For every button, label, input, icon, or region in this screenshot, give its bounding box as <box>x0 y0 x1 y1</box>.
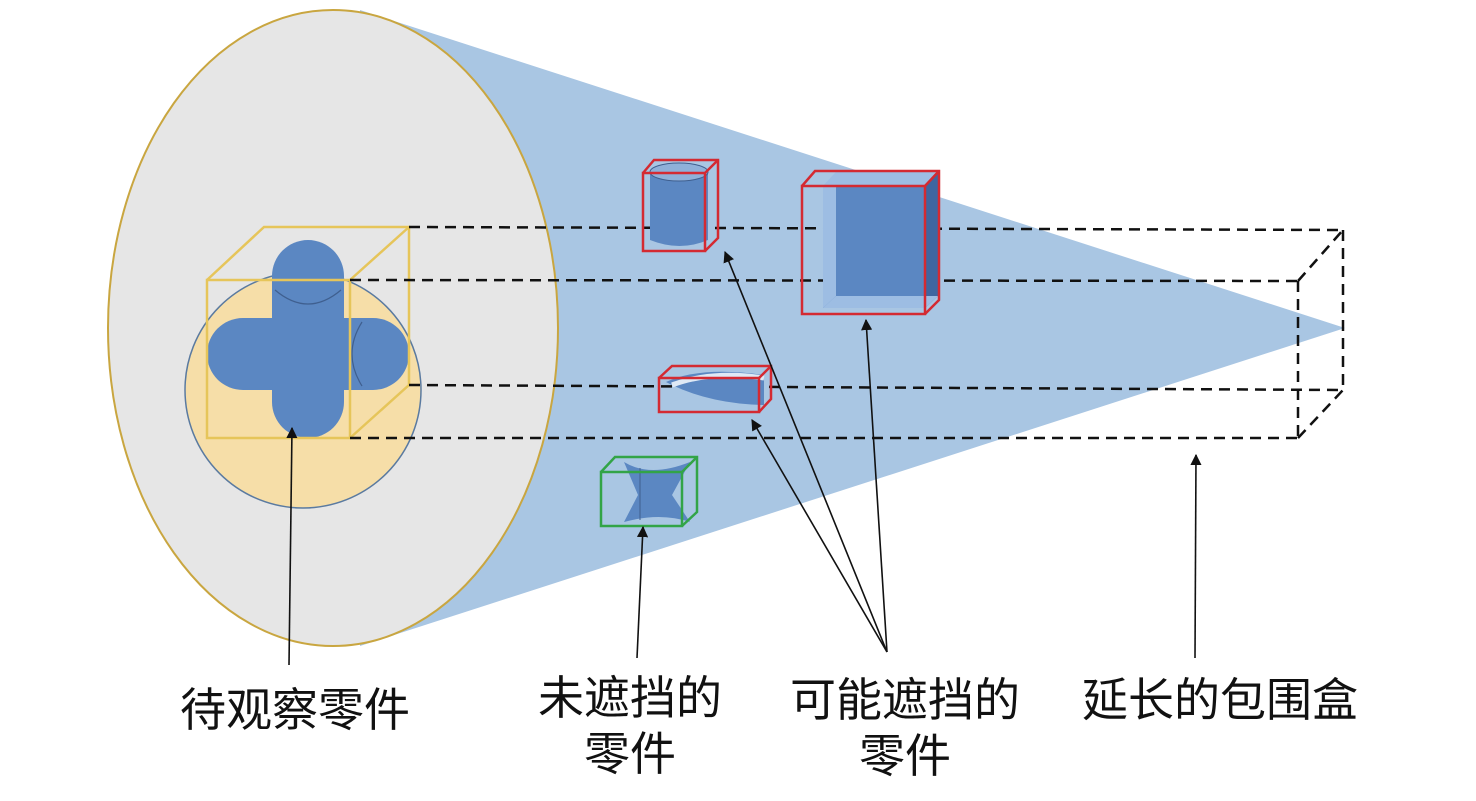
label-extended-bbox-text: 延长的包围盒 <box>1082 673 1358 727</box>
curved-ring-part-icon <box>666 371 765 405</box>
label-maybe-line1: 可能遮挡的 <box>790 673 1020 727</box>
cube-part-bounding-box <box>800 169 941 316</box>
label-observed-part-text: 待观察零件 <box>180 683 410 737</box>
label-observed-part: 待观察零件 <box>150 682 440 738</box>
label-extended-bounding-box: 延长的包围盒 <box>1055 672 1385 728</box>
leader-arrows <box>286 250 1202 666</box>
view-cone <box>360 10 1345 646</box>
arrow-extended-bbox <box>1190 453 1202 659</box>
label-unoccluded-line2: 零件 <box>584 727 676 781</box>
arrow-maybe-ring <box>751 419 888 653</box>
arrow-unoccluded-part <box>636 525 649 659</box>
hourglass-part-icon <box>624 462 690 522</box>
label-maybe-line2: 零件 <box>859 729 951 783</box>
cross-shaped-part-icon <box>207 240 409 438</box>
arrow-observed-part <box>286 426 298 666</box>
cylinder-part-bounding-box <box>641 158 720 253</box>
arrow-maybe-cylinder <box>723 250 888 653</box>
label-unoccluded-line1: 未遮挡的 <box>538 671 722 725</box>
cylinder-part-icon <box>649 162 709 246</box>
label-maybe-occluding-part: 可能遮挡的 零件 <box>765 672 1045 784</box>
cube-part-icon <box>823 172 938 308</box>
arrow-maybe-cube <box>861 318 888 653</box>
label-unoccluded-part: 未遮挡的 零件 <box>515 670 745 782</box>
